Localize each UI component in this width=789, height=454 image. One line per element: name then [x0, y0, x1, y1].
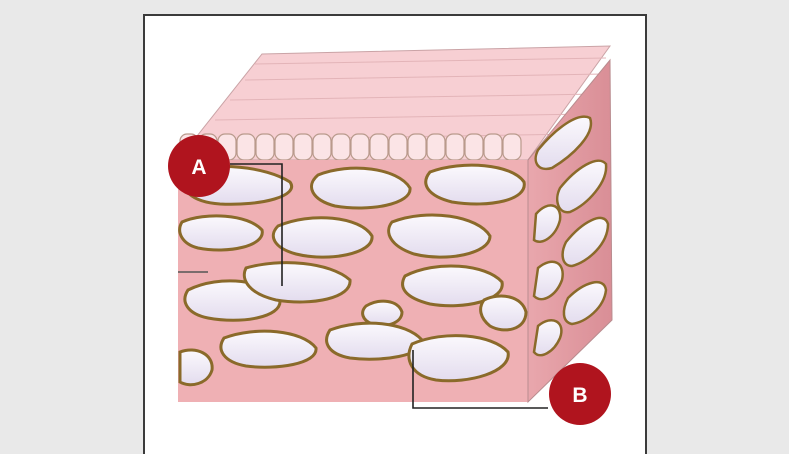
marker-a: A — [168, 135, 230, 197]
front-face-tissue — [178, 160, 528, 402]
marker-b: B — [549, 363, 611, 425]
tissue-block-illustration: A B — [0, 0, 789, 441]
marker-a-label: A — [191, 156, 206, 179]
marker-b-label: B — [572, 384, 587, 407]
